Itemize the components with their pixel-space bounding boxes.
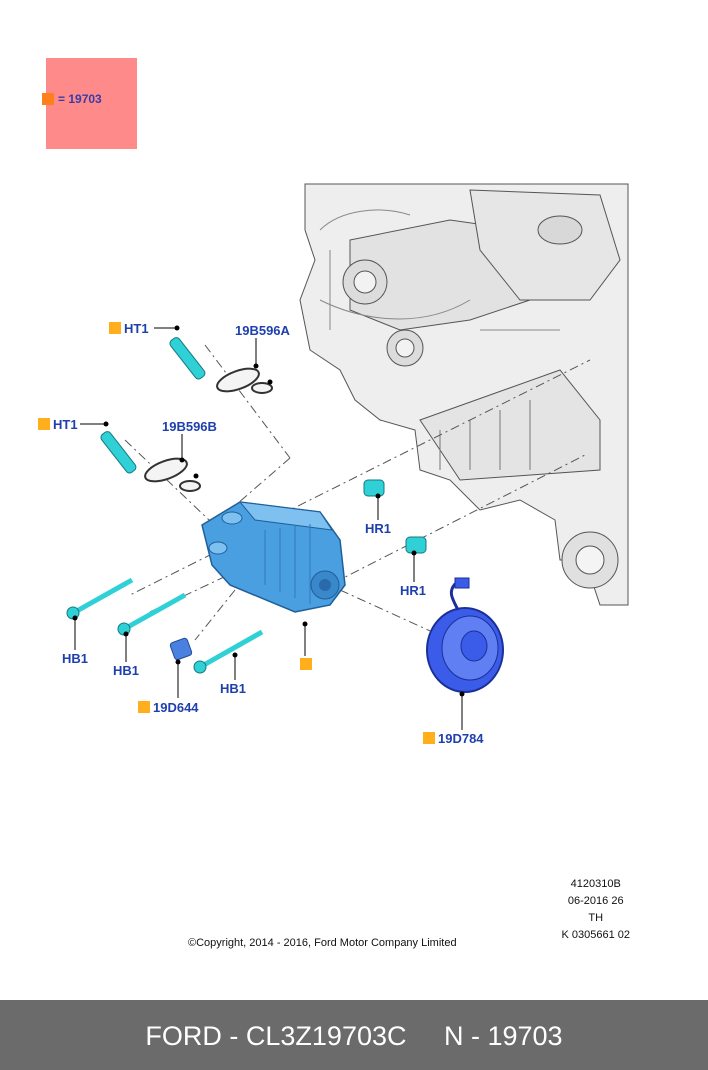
footer-bar <box>0 1000 708 1070</box>
label-ht1-lower: HT1 <box>53 417 78 432</box>
copyright-text: ©Copyright, 2014 - 2016, Ford Motor Comp… <box>188 937 457 949</box>
footer-part-number: FORD - CL3Z19703C N - 19703 <box>145 1021 563 1051</box>
label-hr1-upper: HR1 <box>365 521 392 536</box>
hr1-dowel-upper <box>363 479 385 497</box>
marker-icon <box>109 322 121 334</box>
gasket-19b596b <box>144 457 201 492</box>
ht1-stud-lower <box>100 431 137 474</box>
exploded-parts-diagram <box>66 183 629 730</box>
ac-compressor <box>201 501 346 613</box>
clutch-19d784 <box>426 577 504 693</box>
drawing-ref: K 0305661 02 <box>561 929 630 941</box>
hr1-dowel-lower <box>405 536 427 554</box>
label-19b596a: 19B596A <box>235 323 290 338</box>
legend-box <box>46 58 137 149</box>
drawing-info: 4120310B 06-2016 26 TH K 0305661 02 <box>561 876 630 944</box>
label-ht1-upper: HT1 <box>124 321 149 336</box>
label-hb1-middle: HB1 <box>113 663 140 678</box>
label-leaders <box>74 327 463 730</box>
hb1-bolt-left <box>66 577 134 620</box>
legend-text: = 19703 <box>58 92 102 106</box>
switch-19d644 <box>169 637 193 661</box>
label-19d784: 19D784 <box>438 731 484 746</box>
leader-dots <box>72 325 465 697</box>
hb1-bolt-right <box>193 629 264 674</box>
label-hr1-lower: HR1 <box>400 583 427 598</box>
engine-block-drawing <box>299 183 629 606</box>
marker-icon <box>300 658 312 670</box>
drawing-code: TH <box>588 912 604 924</box>
marker-icon <box>423 732 435 744</box>
label-19b596b: 19B596B <box>162 419 217 434</box>
ht1-stud-upper <box>169 337 206 380</box>
label-hb1-right: HB1 <box>220 681 247 696</box>
marker-icon <box>138 701 150 713</box>
marker-icon <box>38 418 50 430</box>
drawing-number: 4120310B <box>570 878 621 890</box>
label-hb1-left: HB1 <box>62 651 89 666</box>
hb1-bolt-middle <box>117 592 187 636</box>
gasket-19b596a <box>216 367 273 394</box>
drawing-date: 06-2016 26 <box>567 895 624 907</box>
legend-marker-icon <box>42 93 54 105</box>
label-19d644: 19D644 <box>153 700 199 715</box>
